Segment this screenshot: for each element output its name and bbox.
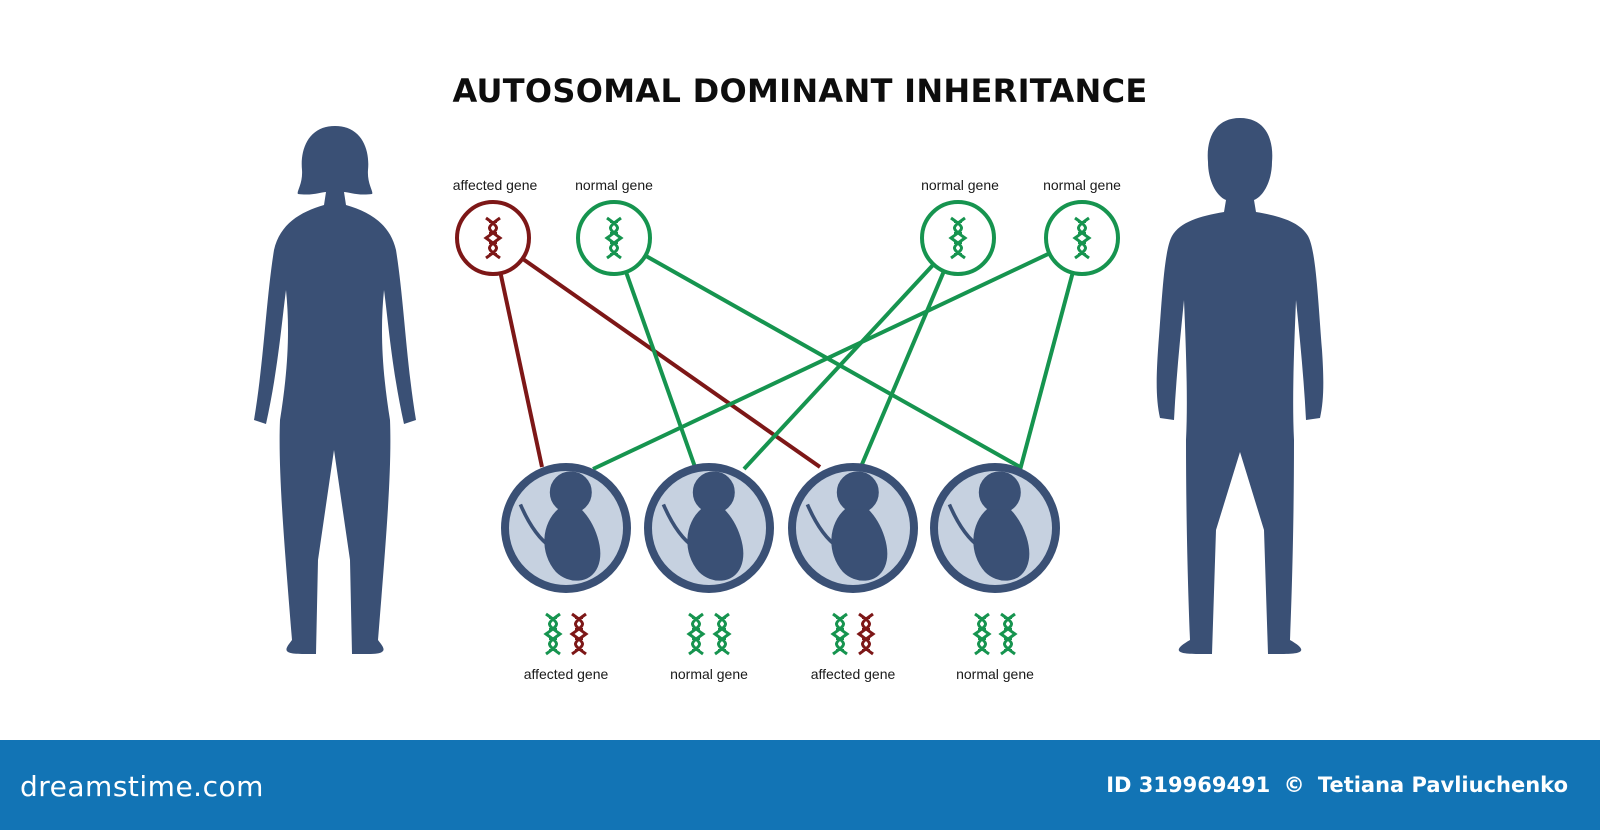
offspring-gene-pairs: [544, 612, 1017, 656]
offspring-group: [501, 463, 1060, 593]
parent-gene-f0-icon: [920, 200, 996, 276]
child-1-dna-2-icon: [570, 612, 588, 656]
parent-gene-m1-icon: [576, 200, 652, 276]
link-f1-child-1: [592, 251, 1050, 471]
female-silhouette-icon: [254, 126, 416, 654]
fetus-icon-4: [930, 463, 1060, 593]
child-4-label: normal gene: [956, 666, 1034, 682]
inheritance-links: [498, 251, 1075, 471]
copyright-symbol: ©: [1283, 773, 1305, 797]
child-2-dna-2-icon: [713, 612, 731, 656]
page-title: AUTOSOMAL DOMINANT INHERITANCE: [452, 72, 1148, 110]
child-3-dna-2-icon: [857, 612, 875, 656]
author-name[interactable]: Tetiana Pavliuchenko: [1317, 773, 1568, 797]
parent-genes: [455, 200, 1120, 276]
child-2-dna-1-icon: [687, 612, 705, 656]
child-1-dna-1-icon: [544, 612, 562, 656]
link-f0-child-2: [742, 263, 935, 471]
father-gene-2-label: normal gene: [1043, 177, 1121, 193]
parent-gene-m0-icon: [455, 200, 531, 276]
link-m0-child-1: [498, 273, 544, 468]
footer-bar: dreamstime.com ID 319969491 © Tetiana Pa…: [0, 740, 1600, 830]
male-silhouette-icon: [1156, 118, 1324, 654]
link-m1-child-2: [624, 272, 697, 468]
child-4-dna-1-icon: [973, 612, 991, 656]
link-m1-child-4: [645, 254, 1021, 469]
fetus-icon-3: [788, 463, 918, 593]
child-2-label: normal gene: [670, 666, 748, 682]
fetus-icon-1: [501, 463, 631, 593]
child-3-dna-1-icon: [831, 612, 849, 656]
link-f1-child-4: [1018, 273, 1075, 471]
child-3-label: affected gene: [810, 666, 896, 682]
image-id: ID 319969491: [1106, 773, 1271, 797]
parent-gene-f1-icon: [1044, 200, 1120, 276]
brand-logo[interactable]: dreamstime.com: [20, 770, 264, 803]
mother-gene-1-label: affected gene: [452, 177, 538, 193]
father-gene-1-label: normal gene: [921, 177, 999, 193]
child-1-label: affected gene: [523, 666, 609, 682]
mother-gene-2-label: normal gene: [575, 177, 653, 193]
child-4-dna-2-icon: [999, 612, 1017, 656]
fetus-icon-2: [644, 463, 774, 593]
link-m0-child-3: [522, 257, 822, 469]
image-credit: ID 319969491 © Tetiana Pavliuchenko: [1100, 773, 1568, 797]
link-f0-child-3: [858, 271, 946, 470]
